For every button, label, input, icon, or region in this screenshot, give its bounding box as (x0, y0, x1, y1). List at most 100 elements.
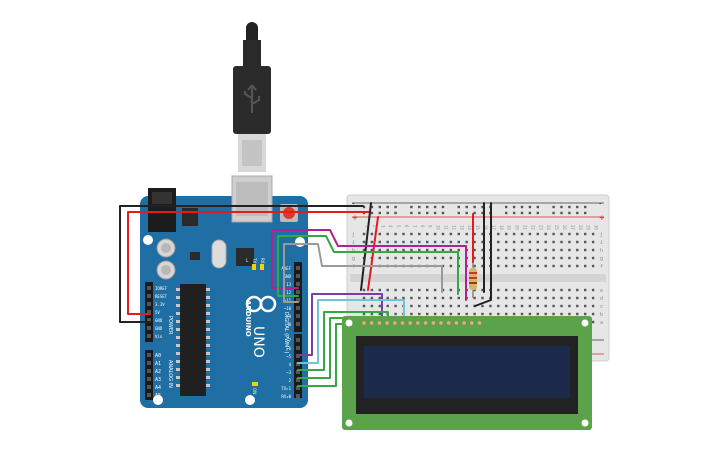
breadboard-hole[interactable] (386, 256, 389, 260)
breadboard-hole[interactable] (520, 248, 524, 252)
breadboard-hole[interactable] (584, 312, 587, 316)
breadboard-hole[interactable] (418, 256, 421, 260)
breadboard-hole[interactable] (536, 312, 539, 316)
breadboard-hole[interactable] (520, 312, 524, 316)
breadboard-hole[interactable] (426, 296, 429, 300)
breadboard-hole[interactable] (528, 296, 532, 300)
digital-pin[interactable] (296, 346, 300, 350)
breadboard-hole[interactable] (584, 240, 587, 244)
breadboard-hole[interactable] (394, 304, 397, 308)
breadboard-hole[interactable] (410, 256, 413, 260)
breadboard-hole[interactable] (362, 240, 366, 244)
breadboard-hole[interactable] (528, 232, 532, 236)
breadboard-hole[interactable] (386, 304, 389, 308)
breadboard-hole[interactable] (536, 304, 539, 308)
breadboard-hole[interactable] (449, 264, 453, 268)
breadboard-hole[interactable] (433, 205, 437, 209)
breadboard-hole[interactable] (481, 312, 484, 316)
breadboard-hole[interactable] (505, 296, 508, 300)
breadboard-hole[interactable] (591, 256, 595, 260)
breadboard-hole[interactable] (433, 240, 437, 244)
breadboard-hole[interactable] (505, 205, 508, 209)
breadboard-hole[interactable] (520, 288, 524, 292)
breadboard-hole[interactable] (418, 240, 421, 244)
breadboard-hole[interactable] (441, 304, 445, 308)
breadboard-hole[interactable] (449, 232, 453, 236)
breadboard-hole[interactable] (505, 288, 508, 292)
breadboard-hole[interactable] (512, 288, 516, 292)
breadboard-hole[interactable] (433, 248, 437, 252)
breadboard-hole[interactable] (591, 264, 595, 268)
breadboard-hole[interactable] (505, 248, 508, 252)
breadboard-hole[interactable] (544, 288, 547, 292)
breadboard-hole[interactable] (378, 248, 381, 252)
breadboard-hole[interactable] (433, 232, 437, 236)
breadboard-hole[interactable] (568, 264, 571, 268)
breadboard-hole[interactable] (568, 304, 571, 308)
breadboard-hole[interactable] (528, 205, 532, 209)
power-pin[interactable] (147, 326, 151, 330)
breadboard-hole[interactable] (426, 232, 429, 236)
breadboard-hole[interactable] (512, 248, 516, 252)
power-pin[interactable] (147, 310, 151, 314)
breadboard-hole[interactable] (402, 256, 405, 260)
breadboard-hole[interactable] (512, 211, 516, 215)
breadboard-hole[interactable] (528, 264, 532, 268)
breadboard-hole[interactable] (568, 232, 571, 236)
breadboard-hole[interactable] (378, 256, 381, 260)
breadboard-hole[interactable] (418, 205, 421, 209)
breadboard-hole[interactable] (370, 211, 374, 215)
breadboard-hole[interactable] (560, 240, 563, 244)
breadboard-hole[interactable] (512, 232, 516, 236)
breadboard-hole[interactable] (410, 248, 413, 252)
breadboard-hole[interactable] (505, 211, 508, 215)
breadboard-hole[interactable] (402, 296, 405, 300)
breadboard-hole[interactable] (378, 205, 381, 209)
power-pin[interactable] (147, 334, 151, 338)
lcd-pin[interactable] (446, 320, 452, 326)
lcd-pin[interactable] (384, 320, 390, 326)
digital-pin[interactable] (296, 394, 300, 398)
breadboard-hole[interactable] (362, 304, 366, 308)
breadboard-hole[interactable] (591, 248, 595, 252)
breadboard-hole[interactable] (520, 240, 524, 244)
breadboard-hole[interactable] (402, 232, 405, 236)
breadboard-hole[interactable] (520, 304, 524, 308)
breadboard-hole[interactable] (370, 288, 374, 292)
breadboard-hole[interactable] (560, 304, 563, 308)
breadboard-hole[interactable] (386, 296, 389, 300)
breadboard-hole[interactable] (576, 304, 579, 308)
breadboard-hole[interactable] (568, 205, 571, 209)
breadboard-hole[interactable] (552, 232, 555, 236)
breadboard-hole[interactable] (370, 205, 374, 209)
breadboard-hole[interactable] (370, 240, 374, 244)
breadboard-hole[interactable] (497, 288, 500, 292)
breadboard-hole[interactable] (584, 264, 587, 268)
breadboard-hole[interactable] (418, 304, 421, 308)
breadboard-hole[interactable] (568, 248, 571, 252)
breadboard-hole[interactable] (512, 256, 516, 260)
breadboard-hole[interactable] (497, 264, 500, 268)
breadboard-hole[interactable] (489, 304, 492, 308)
breadboard-hole[interactable] (378, 296, 381, 300)
breadboard-hole[interactable] (378, 288, 381, 292)
breadboard-hole[interactable] (473, 296, 476, 300)
breadboard-hole[interactable] (449, 296, 453, 300)
lcd-pin[interactable] (423, 320, 429, 326)
breadboard-hole[interactable] (426, 304, 429, 308)
breadboard-hole[interactable] (457, 312, 460, 316)
analog-pin[interactable] (147, 353, 151, 357)
breadboard-hole[interactable] (552, 296, 555, 300)
digital-pin[interactable] (296, 290, 300, 294)
breadboard-hole[interactable] (394, 288, 397, 292)
breadboard-hole[interactable] (386, 288, 389, 292)
breadboard-hole[interactable] (505, 256, 508, 260)
breadboard-hole[interactable] (481, 304, 484, 308)
breadboard-hole[interactable] (441, 312, 445, 316)
breadboard-hole[interactable] (560, 312, 563, 316)
breadboard-hole[interactable] (497, 312, 500, 316)
breadboard-hole[interactable] (473, 205, 476, 209)
breadboard-hole[interactable] (552, 205, 555, 209)
breadboard-hole[interactable] (568, 211, 571, 215)
breadboard-hole[interactable] (528, 312, 532, 316)
